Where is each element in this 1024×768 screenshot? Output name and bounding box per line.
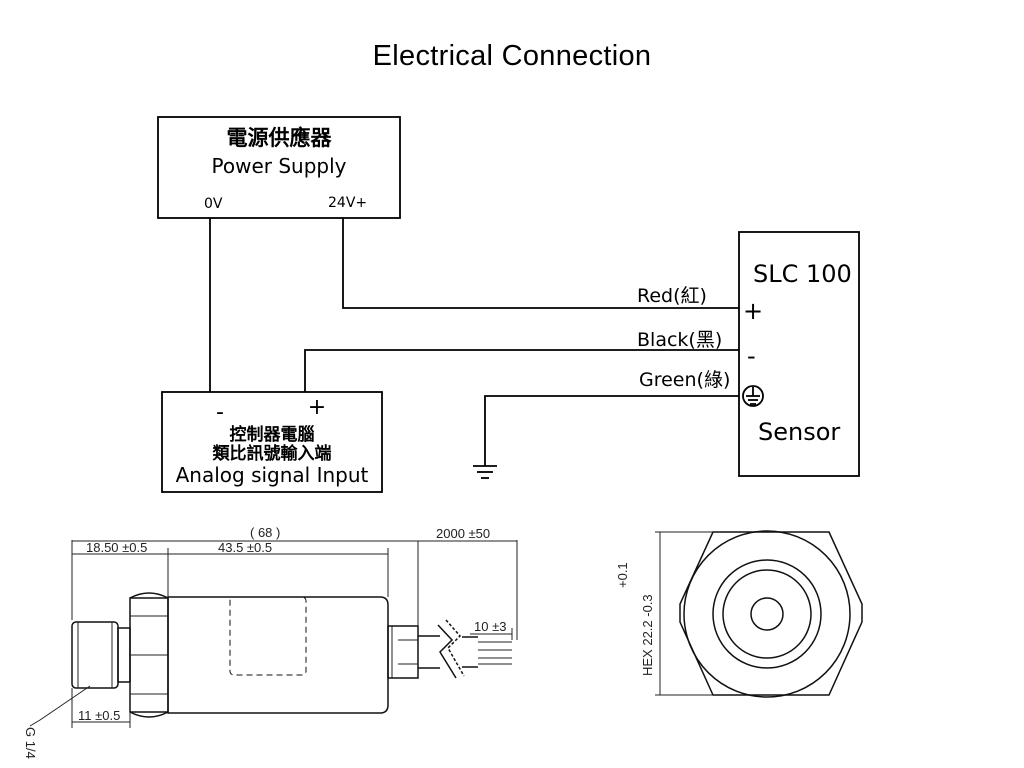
controller-minus-terminal: - (216, 400, 224, 425)
wiring (209, 218, 739, 466)
diagram-title: Electrical Connection (372, 40, 652, 72)
controller-plus-terminal: + (308, 395, 326, 420)
sensor-box: SLC 100 + - Sensor (738, 231, 860, 477)
controller-frame (161, 391, 383, 493)
controller-box: - + 控制器電腦 類比訊號輸入端 Analog signal Input (161, 391, 383, 493)
dim-thread-length: 11 ±0.5 (78, 708, 120, 723)
terminal-0v-label: 0V (204, 196, 223, 212)
sensor-side-view (71, 592, 512, 718)
wire-green-label: Green(綠) (639, 369, 730, 391)
wire-black (304, 349, 739, 392)
sensor-front-view (655, 530, 863, 698)
ground-icon (473, 465, 497, 479)
dim-hex-tolerance: +0.1 (615, 562, 630, 588)
wire-red-label: Red(紅) (637, 285, 707, 307)
controller-line1: 控制器電腦 (230, 424, 315, 445)
sensor-plus-terminal: + (743, 297, 763, 325)
controller-line2: 類比訊號輸入端 (212, 443, 332, 464)
dim-strip-length: 10 ±3 (474, 619, 506, 634)
dim-cable-length: 2000 ±50 (436, 526, 490, 541)
wire-black-label: Black(黑) (637, 329, 722, 351)
sensor-label: Sensor (758, 418, 840, 446)
wire-green (484, 395, 739, 466)
dim-left-section: 18.50 ±0.5 (86, 540, 147, 555)
controller-line3: Analog signal Input (176, 463, 369, 487)
dim-hex-size: HEX 22.2 -0.3 (640, 594, 655, 676)
dim-body-length: 43.5 ±0.5 (218, 540, 272, 555)
sensor-minus-terminal: - (747, 342, 756, 370)
earth-terminal-icon (742, 385, 764, 407)
terminal-24v-label: 24V+ (328, 195, 367, 211)
power-supply-frame (157, 116, 401, 219)
power-supply-name-cn: 電源供應器 (227, 126, 333, 150)
sensor-model: SLC 100 (753, 260, 852, 288)
sensor-frame (738, 231, 860, 477)
dim-thread-type: G 1/4 (23, 727, 38, 759)
power-supply-name-en: Power Supply (212, 154, 347, 178)
power-supply-box: 電源供應器 Power Supply 0V 24V+ (157, 116, 401, 219)
dimension-lines (29, 540, 518, 728)
dim-overall: ( 68 ) (250, 525, 280, 540)
wire-red (342, 218, 739, 309)
